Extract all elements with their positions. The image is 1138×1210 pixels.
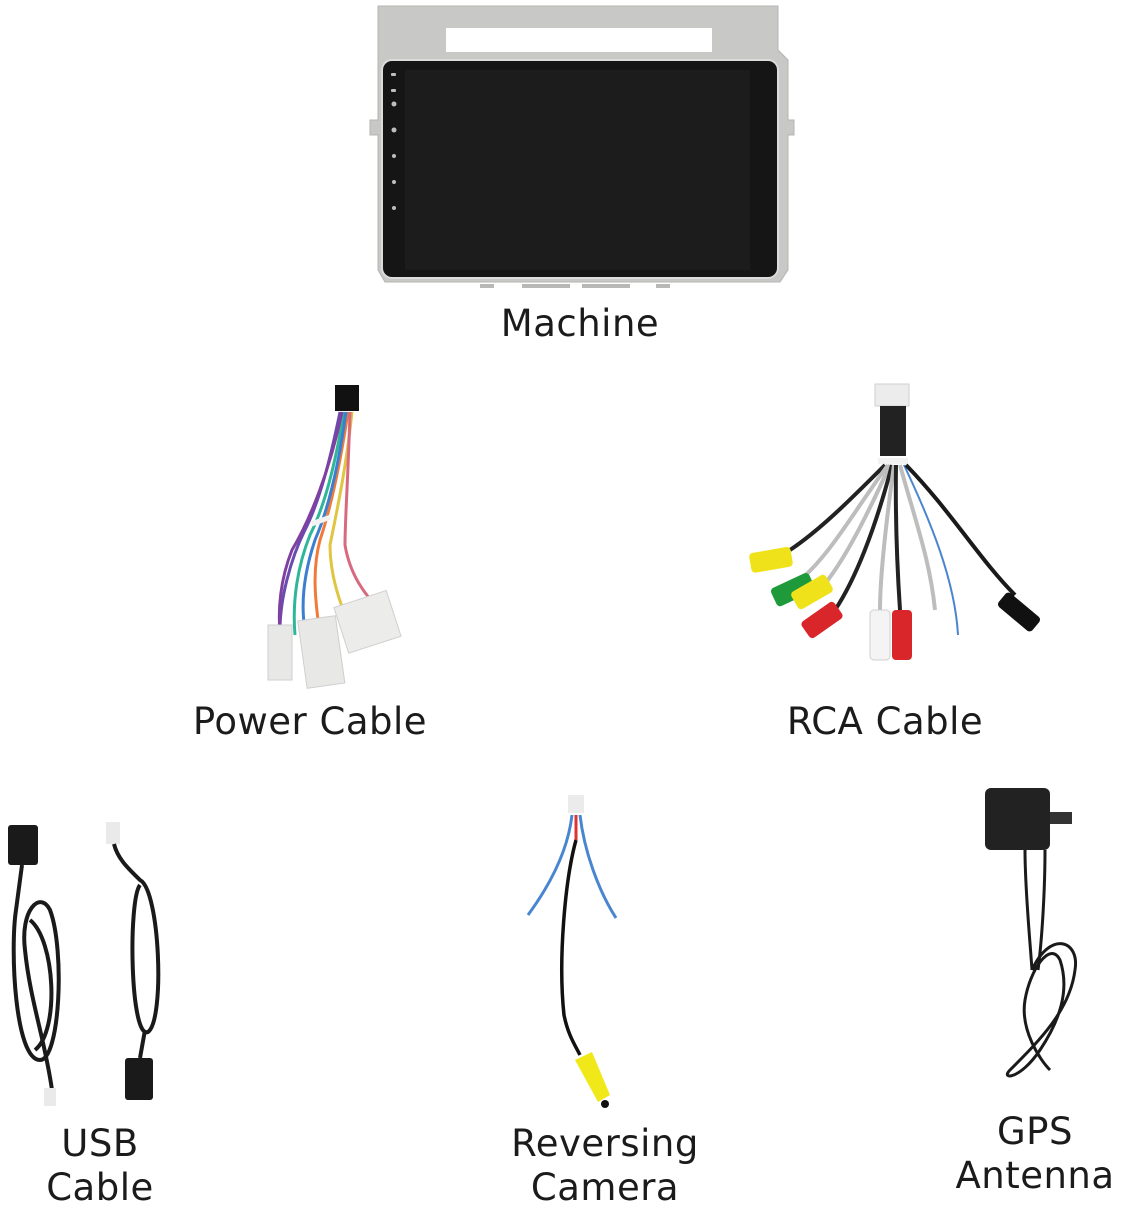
car-stereo-head-unit-icon bbox=[369, 5, 795, 288]
rca-cable-icon bbox=[749, 383, 1041, 661]
gps-antenna-label: GPS Antenna bbox=[930, 1110, 1138, 1198]
gps-antenna-label-line2: Antenna bbox=[955, 1154, 1115, 1197]
machine-item: Machine bbox=[360, 0, 800, 350]
usb-cable-label: USB Cable bbox=[0, 1122, 200, 1210]
gps-antenna-icon bbox=[985, 788, 1078, 1078]
gps-antenna-item: GPS Antenna bbox=[930, 770, 1138, 1200]
gps-antenna-label-line1: GPS bbox=[997, 1110, 1073, 1153]
power-cable-harness-icon bbox=[267, 385, 402, 689]
reversing-camera-label: Reversing Camera bbox=[480, 1122, 730, 1210]
reversing-camera-cable-icon bbox=[526, 795, 618, 1108]
power-cable-label: Power Cable bbox=[192, 700, 428, 743]
reversing-camera-label-line2: Camera bbox=[530, 1166, 680, 1209]
rca-cable-item: RCA Cable bbox=[730, 370, 1070, 750]
machine-label: Machine bbox=[500, 302, 660, 345]
usb-label-line1: USB bbox=[61, 1122, 139, 1165]
rca-cable-label: RCA Cable bbox=[786, 700, 984, 743]
reversing-camera-item: Reversing Camera bbox=[480, 780, 720, 1209]
usb-cable-icon bbox=[8, 822, 161, 1106]
reversing-camera-label-line1: Reversing bbox=[511, 1122, 699, 1165]
usb-label-line2: Cable bbox=[46, 1166, 154, 1209]
power-cable-item: Power Cable bbox=[180, 370, 460, 750]
usb-cable-item: USB Cable bbox=[0, 800, 200, 1209]
